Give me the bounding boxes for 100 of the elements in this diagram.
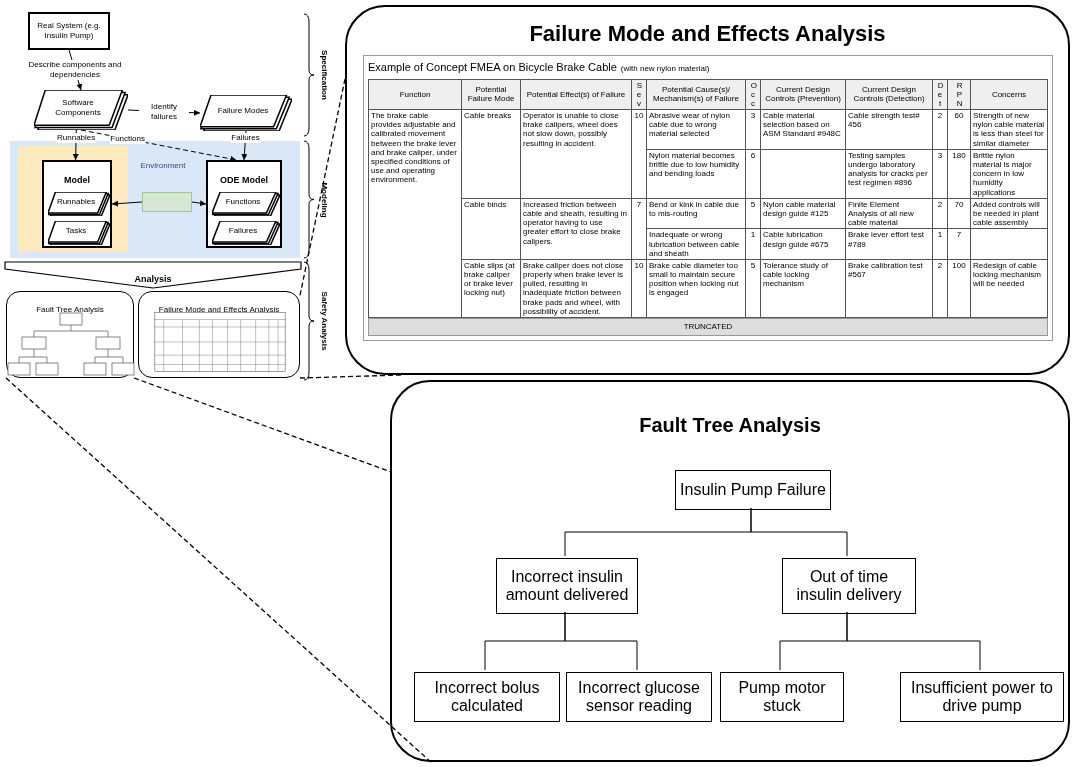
table-cell: 2 <box>933 259 947 317</box>
column-header: Potential Cause(s)/ Mechanism(s) of Failure <box>647 79 745 110</box>
table-cell: Brake lever effort test #789 <box>846 229 932 259</box>
node-label: Insufficient power to drive pump <box>910 678 1054 716</box>
table-cell: Cable slips (at brake caliper or brake lever locking nut) <box>462 259 520 317</box>
table-cell: 7 <box>948 229 970 259</box>
arrow <box>191 200 207 207</box>
table-cell: Added controls will be needed in plant cable assembly <box>971 198 1047 229</box>
table-cell: 10 <box>632 110 646 198</box>
thumbnail-card <box>138 291 300 378</box>
node-label: Functions <box>225 196 261 207</box>
table-cell: 2 <box>933 198 947 229</box>
column-header: Current Design Controls (Detection) <box>846 79 932 110</box>
table-cell: Redesign of cable locking mechanism will be needed <box>971 259 1047 317</box>
tree-connector <box>846 611 981 671</box>
dashed-zoom-line <box>5 377 432 763</box>
dashed-zoom-line <box>299 374 404 379</box>
table-cell: Testing samples undergo laboratory analysis for cracks per test regimen #896 <box>846 149 932 198</box>
table-subtitle: (with new nylon material) <box>620 63 710 75</box>
table-cell: 5 <box>746 198 760 229</box>
column-header: Concerns <box>971 79 1047 110</box>
column-header: Current Design Controls (Prevention) <box>761 79 845 110</box>
event-box <box>720 672 844 722</box>
node-label: Real System (e.g. Insulin Pump) <box>36 21 102 41</box>
table-cell: 10 <box>632 259 646 317</box>
section-label: Specification <box>319 50 330 100</box>
node-label: Tasks <box>65 225 87 236</box>
table-cell: Brake caliper does not close properly when brake lever is pulled, resulting in inadequate friction between brake pads and wheel, with possibility of accident. <box>521 259 631 317</box>
column-header: Sev <box>632 79 646 110</box>
event-box <box>566 672 712 722</box>
table-cell: Operator is unable to close brake calipers, wheel does not slow down, possibly resulting in accident. <box>521 110 631 198</box>
table-cell: Cable strength test# 456 <box>846 110 932 149</box>
table-cell: 2 <box>933 110 947 149</box>
node-label: Out of time insulin delivery <box>795 567 903 605</box>
table-cell: Strength of new nylon cable material is less than steel for similar diameter <box>971 110 1047 149</box>
tree-connector <box>750 507 848 557</box>
node-label: Failures <box>228 225 258 236</box>
table-cell: 6 <box>746 149 760 198</box>
table-cell: 5 <box>746 259 760 317</box>
edge-label: Runnables <box>56 132 97 143</box>
node-label: Incorrect bolus calculated <box>433 678 541 716</box>
node-label: Model <box>64 175 90 185</box>
table-cell: Inadequate or wrong lubrication between cable and sheath <box>647 229 745 259</box>
band-label: Environment <box>140 161 186 170</box>
table-cell: Cable lubrication design guide #675 <box>761 229 845 259</box>
arrow <box>111 200 143 207</box>
table-cell: Cable binds <box>462 198 520 259</box>
section-label: Modeling <box>319 181 330 218</box>
edge-label: Describe components and dependencies <box>27 60 123 80</box>
highlight-area <box>18 146 128 252</box>
table-cell: Abrasive wear of nylon cable due to wrong material selected <box>647 110 745 149</box>
node-label: Runnables <box>56 196 96 207</box>
model-box <box>42 160 112 248</box>
table-cell: 1 <box>746 229 760 259</box>
dashed-zoom-line <box>299 78 346 296</box>
tool-box <box>142 192 192 212</box>
table-cell: 100 <box>948 259 970 317</box>
panel-title: Failure Mode and Effects Analysis <box>529 21 886 46</box>
node-label: Pump motor stuck <box>737 678 827 716</box>
section-label: Safety Analysis <box>319 291 330 351</box>
node-label: Failure Modes <box>216 105 270 116</box>
zoom-panel <box>345 5 1070 375</box>
banner-label: Analysis <box>134 274 172 284</box>
table-cell: 7 <box>632 198 646 259</box>
column-header: Det <box>933 79 947 110</box>
edge-label: Identify failures <box>139 101 189 122</box>
table-title: Example of Concept FMEA on Bicycle Brake Cable <box>368 60 617 75</box>
event-box <box>675 470 831 510</box>
edge-label: Functions <box>109 134 146 144</box>
column-header: Potential Failure Mode <box>462 79 520 110</box>
table-cell: 60 <box>948 110 970 149</box>
card-title: Failure Mode and Effects Analysis <box>158 305 280 314</box>
table-cell: Cable breaks <box>462 110 520 198</box>
node-label: Incorrect insulin amount delivered <box>504 567 630 605</box>
column-header: Occ <box>746 79 760 110</box>
table-cell: Tolerance study of cable locking mechanism <box>761 259 845 317</box>
table-cell: Nylon cable material design guide #125 <box>761 198 845 229</box>
process-box <box>28 12 110 50</box>
table-cell: Nylon material becomes brittle due to low humidity and bending loads <box>647 149 745 198</box>
model-box <box>206 160 282 248</box>
table-cell: Brake calibration test #567 <box>846 259 932 317</box>
dashed-zoom-line <box>133 377 391 473</box>
environment-band <box>10 141 300 258</box>
column-header: Potential Effect(s) of Failure <box>521 79 631 110</box>
table-cell: The brake cable provides adjustable and calibrated movement between the brake lever and brake caliper, under specified conditions of use and operating environment. <box>369 110 461 317</box>
table-cell: 70 <box>948 198 970 229</box>
table-footer: TRUNCATED <box>368 318 1048 336</box>
zoom-panel <box>390 380 1070 762</box>
tree-connector <box>564 611 638 671</box>
node-label: ODE Model <box>220 175 268 185</box>
card-title: Fault Tree Analysis <box>36 305 104 314</box>
table-cell: Brake cable diameter too small to maintain secure position when locking nut is engaged <box>647 259 745 317</box>
table-cell: 180 <box>948 149 970 198</box>
event-box <box>414 672 560 722</box>
node-label: Software Components <box>54 97 102 118</box>
table-cell: Cable material selection based on ASM Standard #948C <box>761 110 845 149</box>
event-box <box>900 672 1064 722</box>
table-cell: Bend or kink in cable due to mis-routing <box>647 198 745 229</box>
event-box <box>496 558 638 614</box>
table-cell: Increased friction between cable and sheath, resulting in operator having to use greater effort to close brake calipers. <box>521 198 631 259</box>
